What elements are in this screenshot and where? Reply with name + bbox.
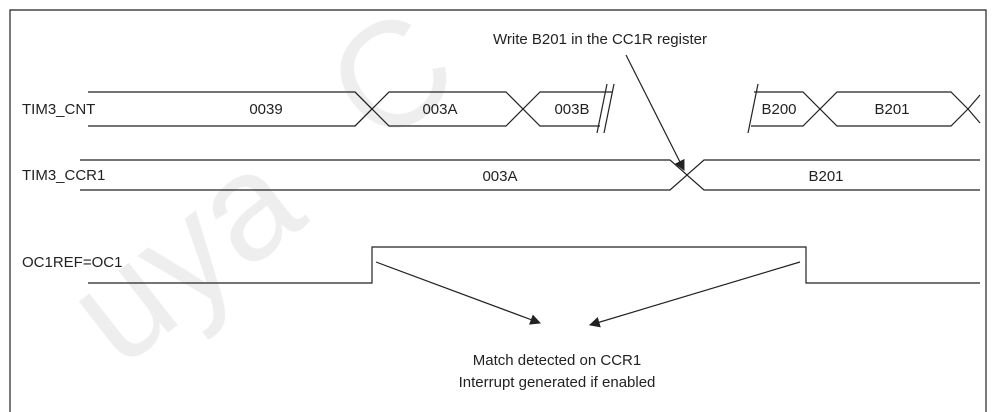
match-annotation-line1: Match detected on CCR1	[473, 352, 641, 369]
cnt-value-003b: 003B	[554, 101, 589, 118]
match-arrow-right	[588, 261, 801, 328]
match-arrow-left	[375, 261, 542, 325]
ccr1-value-b201: B201	[808, 168, 843, 185]
svg-text:C: C	[296, 0, 485, 175]
signal-label-oc1ref: OC1REF=OC1	[22, 254, 122, 271]
cnt-value-0039: 0039	[249, 101, 282, 118]
match-annotation-line2: Interrupt generated if enabled	[459, 374, 656, 391]
cnt-value-003a: 003A	[422, 101, 457, 118]
ccr1-bus	[80, 159, 980, 191]
cnt-value-b200: B200	[761, 101, 796, 118]
ccr1-value-003a: 003A	[482, 168, 517, 185]
signal-label-cnt: TIM3_CNT	[22, 101, 95, 118]
cnt-bus	[88, 83, 981, 134]
watermark: C uya	[36, 0, 485, 395]
write-arrow	[625, 54, 685, 171]
diagram-frame	[9, 9, 987, 412]
write-annotation: Write B201 in the CC1R register	[493, 31, 707, 48]
oc1ref-waveform	[88, 246, 980, 284]
signal-label-ccr1: TIM3_CCR1	[22, 167, 105, 184]
cnt-value-b201: B201	[874, 101, 909, 118]
